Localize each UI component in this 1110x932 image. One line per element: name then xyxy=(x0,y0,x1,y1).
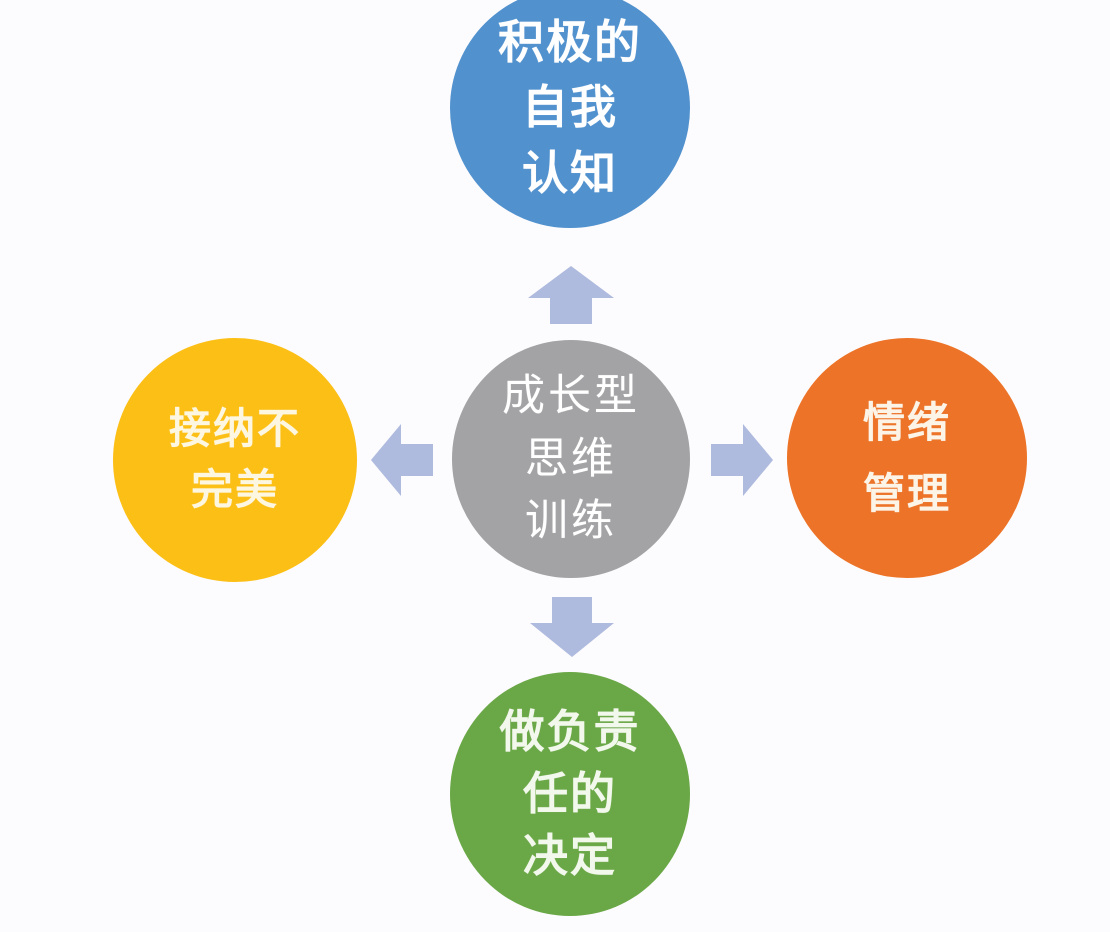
node-label-line: 训练 xyxy=(525,496,617,547)
node-label-line: 决定 xyxy=(522,829,617,883)
arrow-right-icon xyxy=(711,424,773,496)
node-growth-mindset-training[interactable]: 成长型 思维 训练 xyxy=(452,340,690,578)
node-label-line: 接纳不 xyxy=(168,404,301,454)
arrow-up-icon xyxy=(528,266,614,324)
node-label-line: 情绪 xyxy=(862,397,951,447)
arrow-down-icon xyxy=(530,597,614,657)
arrow-left-icon xyxy=(371,424,433,496)
node-label-line: 成长型 xyxy=(502,371,640,422)
node-label-line: 思维 xyxy=(525,433,617,484)
node-responsible-decisions[interactable]: 做负责 任的 决定 xyxy=(450,672,690,916)
node-label-line: 认知 xyxy=(522,145,618,200)
node-accept-imperfection[interactable]: 接纳不 完美 xyxy=(113,338,357,582)
node-label-line: 任的 xyxy=(522,766,617,820)
node-label-line: 完美 xyxy=(190,465,279,514)
node-label-line: 做负责 xyxy=(499,704,641,758)
node-positive-self-awareness[interactable]: 积极的 自我 认知 xyxy=(450,0,690,228)
node-emotion-management[interactable]: 情绪 管理 xyxy=(787,338,1027,578)
node-label-line: 自我 xyxy=(522,80,618,135)
node-label-line: 管理 xyxy=(862,469,951,518)
node-label-line: 积极的 xyxy=(498,15,642,70)
